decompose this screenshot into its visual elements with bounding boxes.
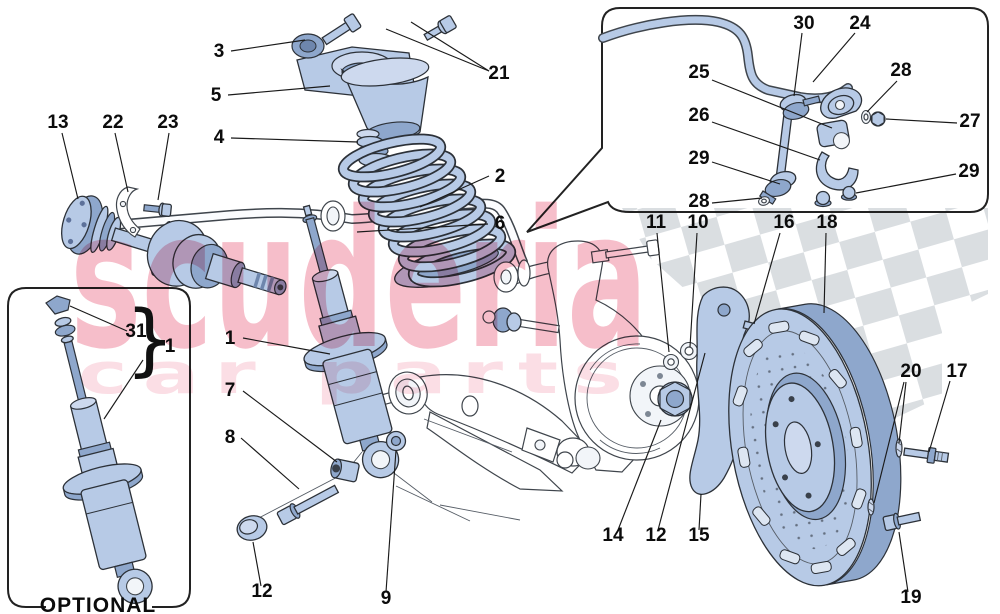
inset-nut-27 — [870, 111, 886, 127]
toe-link — [482, 307, 560, 334]
inset-nut-29a — [814, 190, 832, 208]
inset-clamp-26 — [815, 151, 859, 191]
optional-label: OPTIONAL — [40, 594, 157, 614]
callout-23: 23 — [157, 112, 178, 133]
watermark-title: scuderia — [70, 170, 648, 391]
inset-nut-29b — [840, 185, 858, 201]
bolt-23 — [143, 202, 172, 217]
callout-29-right: 29 — [958, 161, 979, 182]
inset-washer-28-left — [758, 196, 770, 206]
callout-18: 18 — [816, 212, 837, 233]
callout-12-center: 12 — [645, 525, 666, 546]
bolt-19 — [882, 511, 922, 532]
callout-11: 11 — [646, 212, 667, 233]
callout-15: 15 — [688, 525, 710, 546]
callout-30: 30 — [793, 13, 814, 34]
callout-labels: 3 21 5 4 13 22 23 2 6 1 7 8 12 9 31 } 1 … — [40, 13, 981, 614]
bolt-21 — [423, 15, 457, 42]
washer-10 — [679, 341, 699, 361]
inset-box-optional — [7, 287, 191, 608]
callout-9: 9 — [381, 588, 392, 609]
callout-31: 31 — [125, 321, 147, 342]
inset-bar-bushing-25 — [816, 119, 851, 150]
callout-27: 27 — [959, 111, 980, 132]
callout-13: 13 — [47, 112, 68, 133]
callout-5: 5 — [211, 85, 222, 106]
watermark-subtitle: car parts — [78, 342, 638, 407]
callout-22: 22 — [102, 112, 123, 133]
inset-box-stabilizer — [526, 7, 989, 233]
shock-absorber — [302, 204, 400, 479]
washer-9 — [385, 430, 407, 452]
callout-2: 2 — [495, 166, 506, 187]
bolt-8 — [276, 484, 340, 526]
callout-20: 20 — [900, 361, 921, 382]
callout-14: 14 — [602, 525, 624, 546]
optional-damper — [45, 295, 153, 604]
driveshaft — [61, 195, 287, 296]
bushing-7 — [330, 458, 360, 483]
brace-glyph: } — [125, 295, 175, 385]
wheel-stud-17 — [903, 447, 950, 464]
callout-4: 4 — [214, 127, 225, 148]
callout-24: 24 — [849, 13, 871, 34]
cap-12 — [236, 515, 268, 541]
hub-carrier — [547, 239, 700, 473]
callout-17: 17 — [946, 361, 967, 382]
lower-arm — [378, 371, 601, 522]
callout-26: 26 — [688, 105, 709, 126]
retainer-clip — [115, 186, 141, 238]
callout-19: 19 — [900, 587, 921, 608]
leader-lines — [61, 21, 958, 593]
inset-anti-roll-bar — [598, 15, 863, 119]
spring-pin-20b — [867, 498, 875, 516]
callout-28-left: 28 — [688, 191, 709, 212]
callout-6: 6 — [495, 213, 506, 234]
watermark: scuderia car parts — [70, 170, 648, 407]
callout-1-inset: 1 — [165, 336, 176, 357]
clip-31 — [45, 295, 71, 315]
brake-disc — [728, 303, 902, 587]
shield-hole — [717, 303, 731, 317]
callout-16: 16 — [773, 212, 794, 233]
hub-nut-14 — [657, 381, 693, 417]
callout-10: 10 — [687, 212, 708, 233]
inset-drop-link — [758, 93, 821, 205]
inset-washer-28-right — [860, 109, 872, 125]
callout-25: 25 — [688, 62, 710, 83]
callout-8: 8 — [225, 427, 236, 448]
callout-1-main: 1 — [225, 328, 236, 349]
callout-12-left: 12 — [251, 581, 272, 602]
callout-3: 3 — [214, 41, 225, 62]
dust-cover — [340, 57, 430, 141]
callout-7: 7 — [225, 380, 236, 401]
callout-28-right: 28 — [890, 60, 911, 81]
callout-29-left: 29 — [688, 148, 709, 169]
washer-11 — [662, 353, 680, 371]
callout-21: 21 — [488, 63, 510, 84]
